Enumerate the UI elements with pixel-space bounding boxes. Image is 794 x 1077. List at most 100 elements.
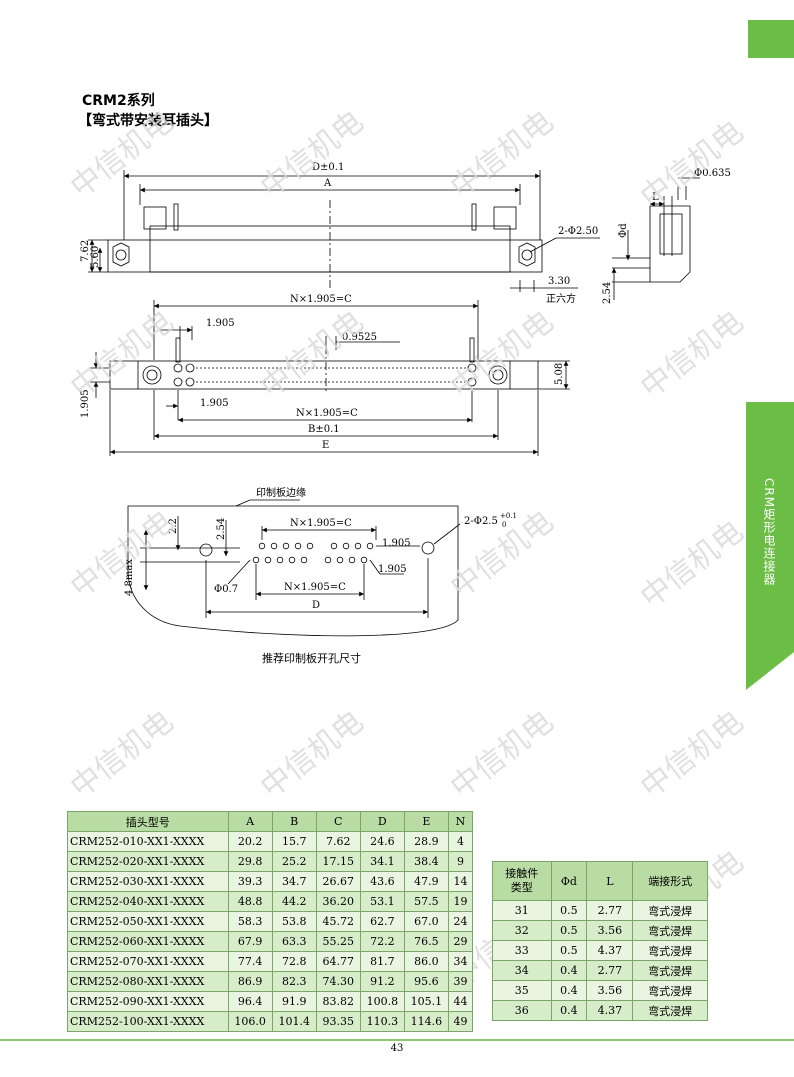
table-cell: 72.2 <box>359 931 405 952</box>
table-cell: 114.6 <box>403 1011 449 1032</box>
table-cell: 74.30 <box>315 971 361 992</box>
table-cell: 45.72 <box>315 911 361 932</box>
table-cell: 29 <box>447 931 474 952</box>
table-header-row: 接触件 类型 Φd L 端接形式 <box>492 861 708 901</box>
table-cell: 弯式浸焊 <box>632 980 708 1001</box>
dim-2phi-250: 2-Φ2.50 <box>558 226 598 237</box>
dim-d-tol: D±0.1 <box>312 162 344 173</box>
table-cell: 7.62 <box>315 831 361 852</box>
col-header: 接触件 类型 <box>492 861 552 901</box>
watermark: 中信机电 <box>64 704 181 806</box>
table-cell: 83.82 <box>315 991 361 1012</box>
table-cell: 2.77 <box>586 960 634 981</box>
col-header: L <box>586 861 634 901</box>
table-cell: 93.35 <box>315 1011 361 1032</box>
table-cell: 67.0 <box>403 911 449 932</box>
dim-phi-d: Φd <box>618 223 629 238</box>
table-cell: 86.0 <box>403 951 449 972</box>
table-cell: 67.9 <box>227 931 273 952</box>
col-header: D <box>359 811 405 832</box>
dim-48max: 4.8max <box>124 559 135 596</box>
table-cell: 弯式浸焊 <box>632 1000 708 1021</box>
pcb-edge-label: 印制板边缘 <box>256 486 306 499</box>
table-cell: 38.4 <box>403 851 449 872</box>
watermark: 中信机电 <box>634 704 751 806</box>
table-cell: 弯式浸焊 <box>632 900 708 921</box>
table-cell: 9 <box>447 851 474 872</box>
table-cell: CRM252-090-XX1-XXXX <box>67 991 229 1012</box>
col-header: A <box>227 811 273 832</box>
dim-2phi-25: 2-Φ2.5 <box>464 516 498 527</box>
technical-drawing: D±0.1 A Φ0.635 L Φd 2-Φ2.50 7.62 5.60 3.… <box>80 162 731 665</box>
table-header-row: 插头型号 A B C D E N <box>67 811 474 832</box>
dim-1905-c: 1.905 <box>382 538 411 549</box>
side-tab <box>746 402 794 690</box>
dim-tol-0: 0 <box>502 521 506 529</box>
dim-a: A <box>323 178 332 189</box>
dim-nc-pcb2: N×1.905=C <box>284 582 346 593</box>
table-cell: CRM252-080-XX1-XXXX <box>67 971 229 992</box>
table-cell: 34.1 <box>359 851 405 872</box>
side-tab-label: CRM矩形电连接器 <box>762 478 776 587</box>
dim-09525: 0.9525 <box>342 332 377 343</box>
table-cell: 33 <box>492 940 552 961</box>
table-cell: 39.3 <box>227 871 273 892</box>
table-cell: 弯式浸焊 <box>632 920 708 941</box>
table-cell: 39 <box>447 971 474 992</box>
table-cell: 48.8 <box>227 891 273 912</box>
table-cell: 24.6 <box>359 831 405 852</box>
table-cell: 26.67 <box>315 871 361 892</box>
dim-560: 5.60 <box>90 246 101 268</box>
dim-nc-top: N×1.905=C <box>290 294 352 305</box>
dim-254-b: 2.54 <box>216 518 227 540</box>
table-cell: 106.0 <box>227 1011 273 1032</box>
dim-e: E <box>322 440 329 451</box>
dim-nc-mid: N×1.905=C <box>296 408 358 419</box>
watermark: 中信机电 <box>444 704 561 806</box>
table-cell: 34.7 <box>271 871 317 892</box>
table-cell: 0.5 <box>550 920 588 941</box>
table-cell: 36.20 <box>315 891 361 912</box>
dim-nc-pcb: N×1.905=C <box>290 518 352 529</box>
product-subtitle: 【弯式带安装耳插头】 <box>78 113 218 129</box>
table-cell: 24 <box>447 911 474 932</box>
table-cell: 3.56 <box>586 920 634 941</box>
corner-tab <box>748 20 794 58</box>
table-cell: 62.7 <box>359 911 405 932</box>
dim-tol-01: +0.1 <box>500 512 517 520</box>
dim-330: 3.30 <box>548 276 570 287</box>
table-cell: 0.4 <box>550 980 588 1001</box>
table-cell: 34 <box>492 960 552 981</box>
table-cell: CRM252-060-XX1-XXXX <box>67 931 229 952</box>
table-cell: 弯式浸焊 <box>632 960 708 981</box>
table-cell: 81.7 <box>359 951 405 972</box>
col-header: 插头型号 <box>67 811 229 832</box>
table-cell: 19 <box>447 891 474 912</box>
table-cell: 96.4 <box>227 991 273 1012</box>
col-header: C <box>315 811 361 832</box>
table-cell: 4 <box>447 831 474 852</box>
table-cell: 0.5 <box>550 900 588 921</box>
table-cell: 86.9 <box>227 971 273 992</box>
table-cell: 53.1 <box>359 891 405 912</box>
dim-phi-07: Φ0.7 <box>214 584 238 595</box>
col-header: B <box>271 811 317 832</box>
hex-label: 正六方 <box>546 292 576 305</box>
col-header: N <box>447 811 474 832</box>
table-cell: 35 <box>492 980 552 1001</box>
table-cell: 57.5 <box>403 891 449 912</box>
